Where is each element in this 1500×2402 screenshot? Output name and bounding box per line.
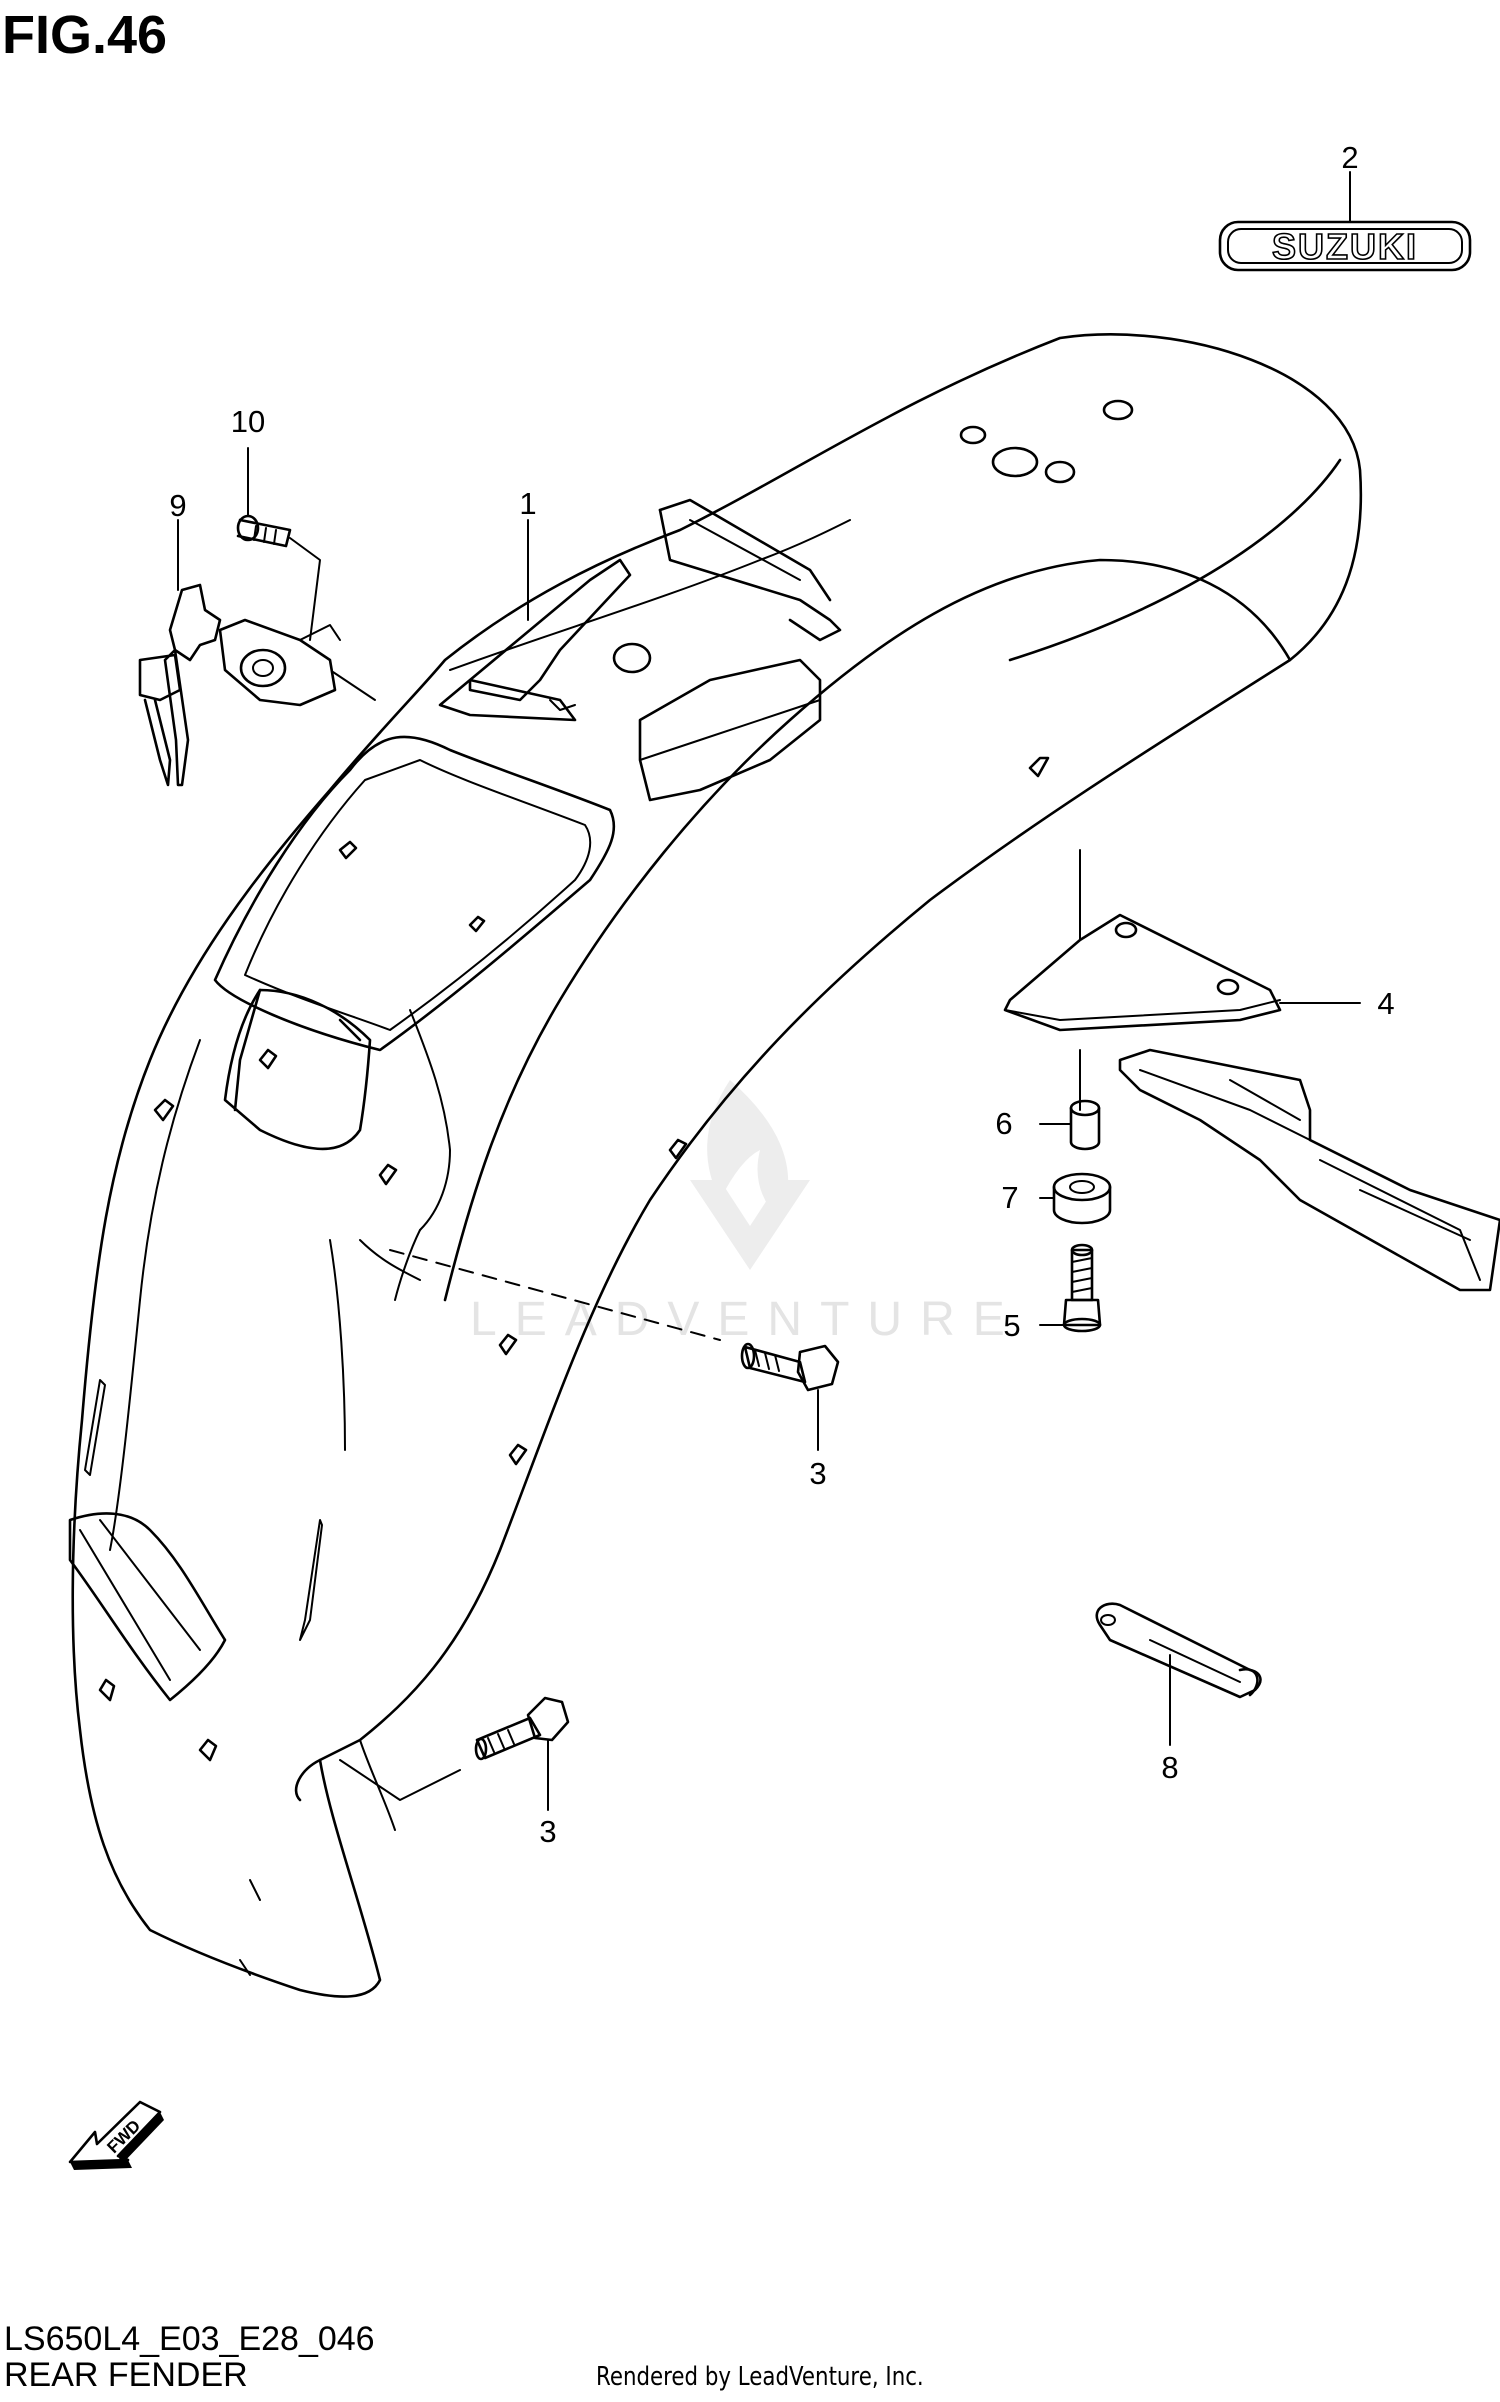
collar-part[interactable] — [1069, 1099, 1101, 1151]
callout-8: 8 — [1161, 1750, 1178, 1785]
diagram-code: LS650L4_E03_E28_046 — [4, 2320, 375, 2358]
callout-4: 4 — [1377, 986, 1394, 1021]
figure-title: FIG.46 — [2, 5, 168, 65]
callout-3-lower: 3 — [539, 1814, 556, 1849]
callout-3-upper: 3 — [809, 1456, 826, 1491]
callout-6: 6 — [995, 1106, 1012, 1141]
callout-9: 9 — [169, 488, 186, 523]
key-lock-set-part[interactable] — [138, 583, 376, 787]
suzuki-emblem-part[interactable]: SUZUKI — [1218, 220, 1472, 272]
small-bolt-part[interactable] — [1062, 1243, 1102, 1333]
watermark-text: LEADVENTURE — [470, 1293, 1023, 1346]
callout-2: 2 — [1341, 140, 1358, 175]
leader-lines — [177, 171, 1361, 1811]
callout-5: 5 — [1003, 1308, 1020, 1343]
clamp-part[interactable] — [1095, 1602, 1262, 1699]
reflector-bracket-part[interactable] — [1003, 849, 1500, 1292]
callout-numbers: 2 1 10 9 4 6 7 5 3 3 8 — [169, 140, 1394, 1849]
callout-7: 7 — [1001, 1180, 1018, 1215]
fwd-arrow-icon: FWD — [68, 2100, 164, 2170]
diagram-name: REAR FENDER — [4, 2356, 248, 2394]
callout-1: 1 — [519, 486, 536, 521]
bolt-part-lower[interactable] — [474, 1696, 570, 1761]
bolt-part-upper[interactable] — [740, 1342, 840, 1392]
render-credit: Rendered by LeadVenture, Inc. — [596, 2362, 924, 2392]
callout-10: 10 — [231, 404, 265, 439]
rear-fender-part[interactable] — [68, 333, 1363, 1998]
cushion-part[interactable] — [1052, 1172, 1112, 1225]
screw-part[interactable] — [236, 514, 321, 641]
leadventure-watermark: LEADVENTURE — [470, 1080, 1023, 1346]
emblem-text: SUZUKI — [1272, 226, 1418, 267]
